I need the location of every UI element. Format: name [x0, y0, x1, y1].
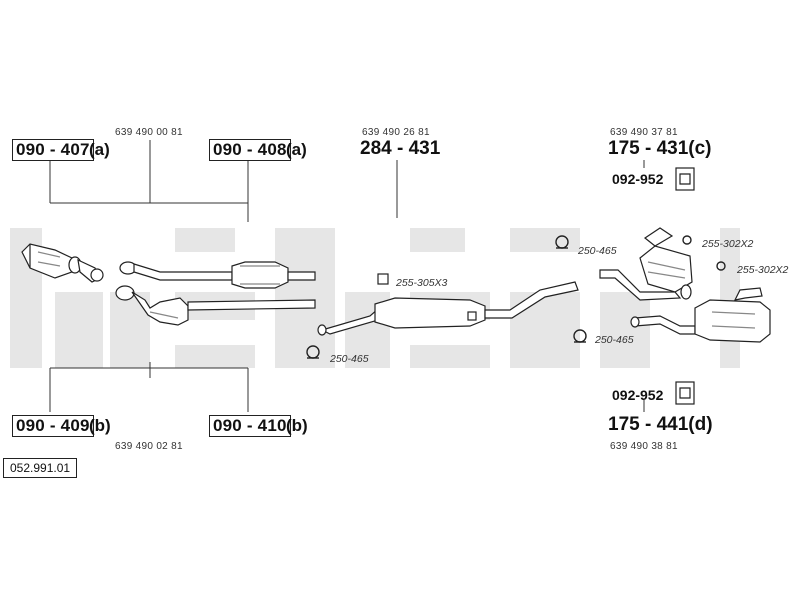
- oem-number-right-bottom: 639 490 38 81: [610, 441, 678, 452]
- lower-pipe-catalyst: [115, 285, 316, 326]
- oem-number-bottom-left: 639 490 02 81: [115, 441, 183, 452]
- front-catalyst: [21, 243, 104, 283]
- left-leader-lines: [49, 140, 249, 412]
- oem-number-right-top: 639 490 37 81: [610, 127, 678, 138]
- part-suffix-090-408: (a): [286, 140, 307, 159]
- hanger-code-bottom[interactable]: 092-952: [612, 387, 664, 403]
- part-code-090-409[interactable]: 090 - 409: [12, 415, 94, 437]
- clamp-label-255-302x2-a: 255-302X2: [702, 238, 754, 250]
- right-leader-lines: [396, 160, 645, 412]
- ring-icons: [306, 235, 726, 359]
- hanger-brackets: [675, 167, 695, 405]
- part-code-284-431[interactable]: 284 - 431: [360, 138, 441, 159]
- part-code-175-431c[interactable]: 175 - 431(c): [608, 138, 712, 159]
- middle-muffler: [317, 273, 579, 336]
- diagram-reference-number: 052.991.01: [3, 458, 78, 478]
- part-suffix-090-410: (b): [286, 416, 308, 435]
- part-code-090-408[interactable]: 090 - 408: [209, 139, 291, 161]
- part-code-175-441d[interactable]: 175 - 441(d): [608, 414, 713, 435]
- right-upper-muffler: [599, 227, 693, 301]
- part-code-090-407[interactable]: 090 - 407: [12, 139, 94, 161]
- clamp-label-right-250-465: 250-465: [578, 245, 617, 257]
- oem-number-top-left: 639 490 00 81: [115, 127, 183, 138]
- part-suffix-090-407: (a): [89, 140, 110, 159]
- oem-number-middle: 639 490 26 81: [362, 127, 430, 138]
- part-suffix-090-409: (b): [89, 416, 111, 435]
- clamp-label-255-302x2-b: 255-302X2: [737, 264, 789, 276]
- part-code-090-410[interactable]: 090 - 410: [209, 415, 291, 437]
- hanger-code-top[interactable]: 092-952: [612, 171, 664, 187]
- clamp-label-middle-250-465: 250-465: [330, 353, 369, 365]
- clamp-label-255-305x3: 255-305X3: [396, 277, 448, 289]
- upper-pipe-catalyst: [119, 261, 316, 289]
- clamp-label-lower-250-465: 250-465: [595, 334, 634, 346]
- right-lower-muffler: [630, 287, 771, 343]
